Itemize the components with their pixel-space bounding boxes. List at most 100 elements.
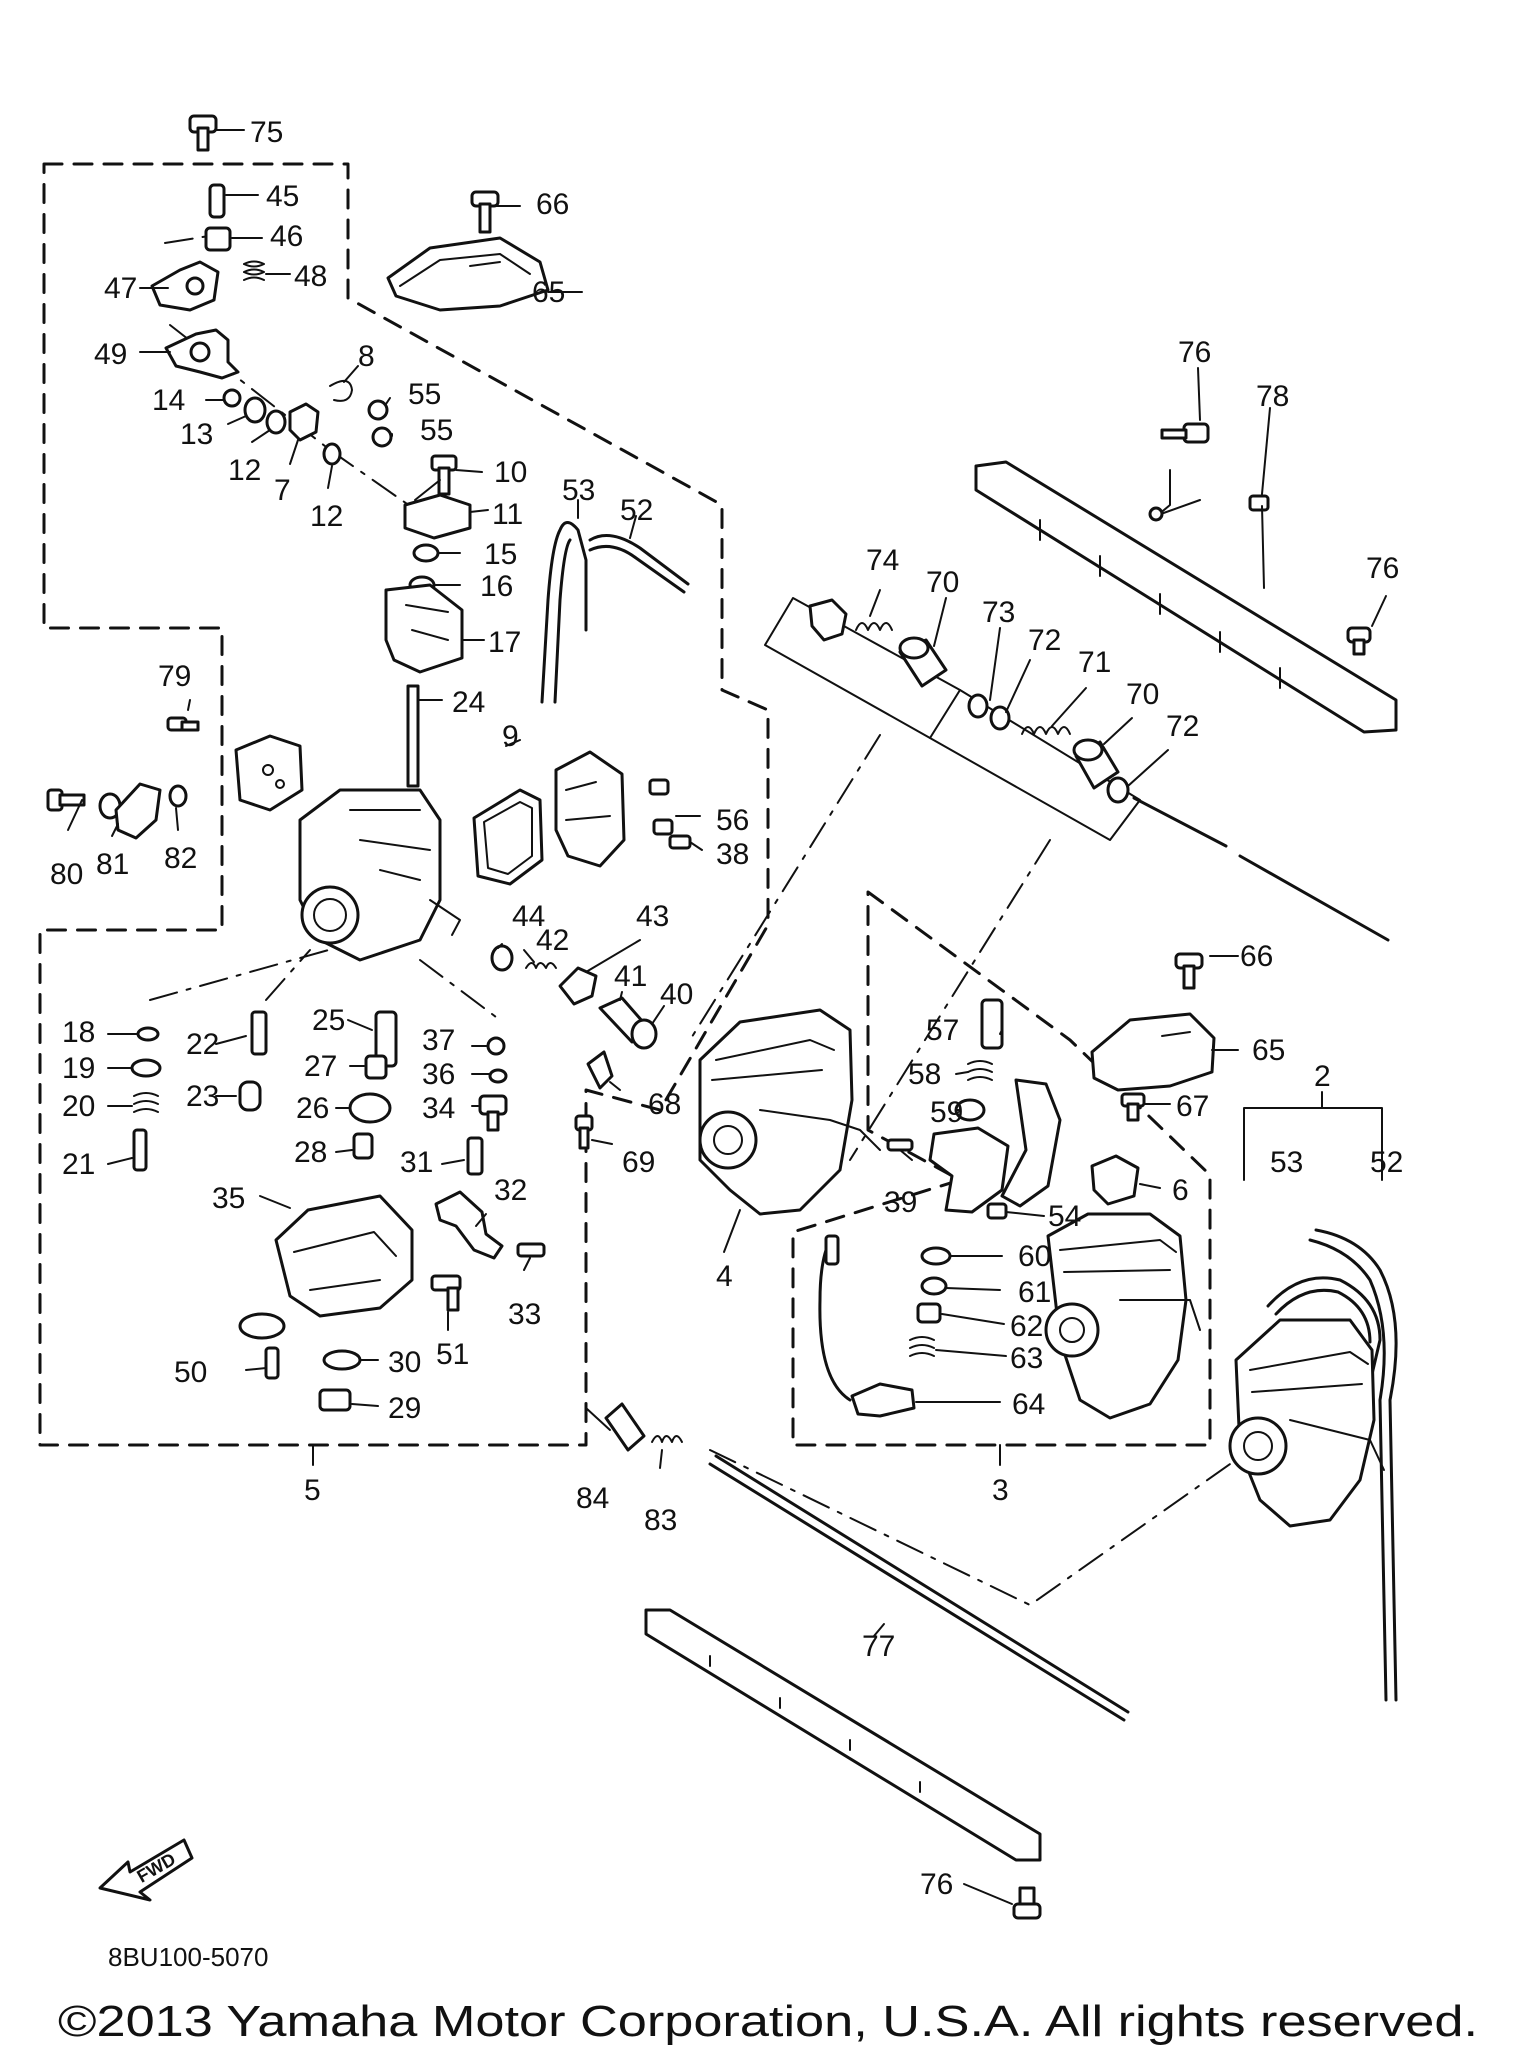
oring-44 (490, 944, 514, 972)
callout-28: 28 (294, 1136, 327, 1169)
callout-58: 58 (908, 1058, 941, 1091)
washer-13 (243, 396, 267, 424)
callout-10: 10 (494, 456, 527, 489)
callout-50: 50 (174, 1356, 207, 1389)
callout-81: 81 (96, 848, 129, 881)
callout-13: 13 (180, 418, 213, 451)
callout-34: 34 (422, 1092, 455, 1125)
clamp-6 (1090, 1154, 1140, 1206)
callout-2: 2 (1314, 1060, 1331, 1093)
screw-10 (430, 454, 458, 496)
screw-67 (1120, 1092, 1146, 1122)
callout-17: 17 (488, 626, 521, 659)
alignment-line-8 (329, 449, 431, 521)
cap-19 (130, 1058, 162, 1078)
alignment-line-3 (419, 959, 501, 1021)
leader-lines (67, 129, 1387, 1905)
collar-70-right (1072, 738, 1120, 790)
hose-53-right (1266, 1276, 1382, 1402)
choke-box-right (929, 689, 1141, 841)
callout-24: 24 (452, 686, 485, 719)
callout-26: 26 (296, 1092, 329, 1125)
callout-37: 37 (422, 1024, 455, 1057)
hose-52 (588, 534, 690, 594)
screw-56 (648, 778, 674, 836)
washer-82 (168, 784, 188, 808)
needle-24 (406, 684, 420, 788)
callout-47: 47 (104, 272, 137, 305)
holder-23 (238, 1080, 262, 1112)
alignment-line-6 (709, 1449, 1251, 1606)
callout-20: 20 (62, 1090, 95, 1123)
spring-58 (967, 1060, 993, 1081)
callout-80: 80 (50, 858, 83, 891)
link-rod (1148, 469, 1201, 522)
callout-45: 45 (266, 180, 299, 213)
carburetor-body-3 (1044, 1212, 1201, 1420)
gasket-9 (472, 788, 544, 886)
callout-61: 61 (1018, 1276, 1051, 1309)
callout-52a: 52 (620, 494, 653, 527)
washer-12-lower (322, 442, 342, 466)
group-2-bracket (1243, 1091, 1383, 1181)
callout-74: 74 (866, 544, 899, 577)
callout-27: 27 (304, 1050, 337, 1083)
callout-36: 36 (422, 1058, 455, 1091)
callout-68: 68 (648, 1088, 681, 1121)
screw-57 (980, 998, 1004, 1050)
callout-16: 16 (480, 570, 513, 603)
callout-7: 7 (274, 474, 291, 507)
plate-17 (384, 583, 464, 674)
callout-71: 71 (1078, 646, 1111, 679)
callout-84: 84 (576, 1482, 609, 1515)
spring-83 (651, 1435, 683, 1443)
screw-39 (886, 1138, 914, 1152)
callout-65b: 65 (1252, 1034, 1285, 1067)
washer-14 (222, 388, 242, 408)
callout-43: 43 (636, 900, 669, 933)
callout-3: 3 (992, 1474, 1009, 1507)
nut-46 (204, 226, 232, 252)
callout-46: 46 (270, 220, 303, 253)
callout-75: 75 (250, 116, 283, 149)
cover-65-right (1090, 1012, 1216, 1092)
screw-54 (986, 1202, 1008, 1220)
callout-56: 56 (716, 804, 749, 837)
screw-66-top (470, 190, 500, 234)
callout-73: 73 (982, 596, 1015, 629)
shaft-77 (708, 1454, 1130, 1722)
callout-49: 49 (94, 338, 127, 371)
ball-37 (486, 1036, 506, 1056)
callout-25: 25 (312, 1004, 345, 1037)
float-chamber-35 (274, 1194, 414, 1318)
screw-69 (574, 1114, 594, 1150)
fwd-arrow-icon: FWD (98, 1838, 194, 1902)
screw-31 (466, 1136, 484, 1176)
spring-20 (133, 1092, 159, 1113)
screw-38 (668, 834, 692, 850)
callout-19: 19 (62, 1052, 95, 1085)
clip-68 (586, 1050, 614, 1090)
screw-76-bottom (1012, 1886, 1042, 1920)
washer-40 (630, 1018, 658, 1050)
callout-52b: 52 (1370, 1146, 1403, 1179)
callout-48: 48 (294, 260, 327, 293)
alignment-line-5 (849, 839, 1051, 1161)
callout-54: 54 (1048, 1200, 1081, 1233)
washer-15 (412, 543, 440, 563)
callout-33: 33 (508, 1298, 541, 1331)
callout-79: 79 (158, 660, 191, 693)
holder-26 (348, 1092, 392, 1124)
gasket-plate (238, 1312, 286, 1340)
alignment-line-2 (265, 949, 311, 1001)
oring-36 (488, 1068, 508, 1084)
callout-39: 39 (884, 1186, 917, 1219)
callout-4: 4 (716, 1260, 733, 1293)
spring-71 (1021, 726, 1071, 735)
callout-76a: 76 (1178, 336, 1211, 369)
callout-72a: 72 (1028, 624, 1061, 657)
callout-53a: 53 (562, 474, 595, 507)
callout-82: 82 (164, 842, 197, 875)
drain-plug-29 (318, 1388, 352, 1412)
washer-55-b (371, 426, 393, 448)
